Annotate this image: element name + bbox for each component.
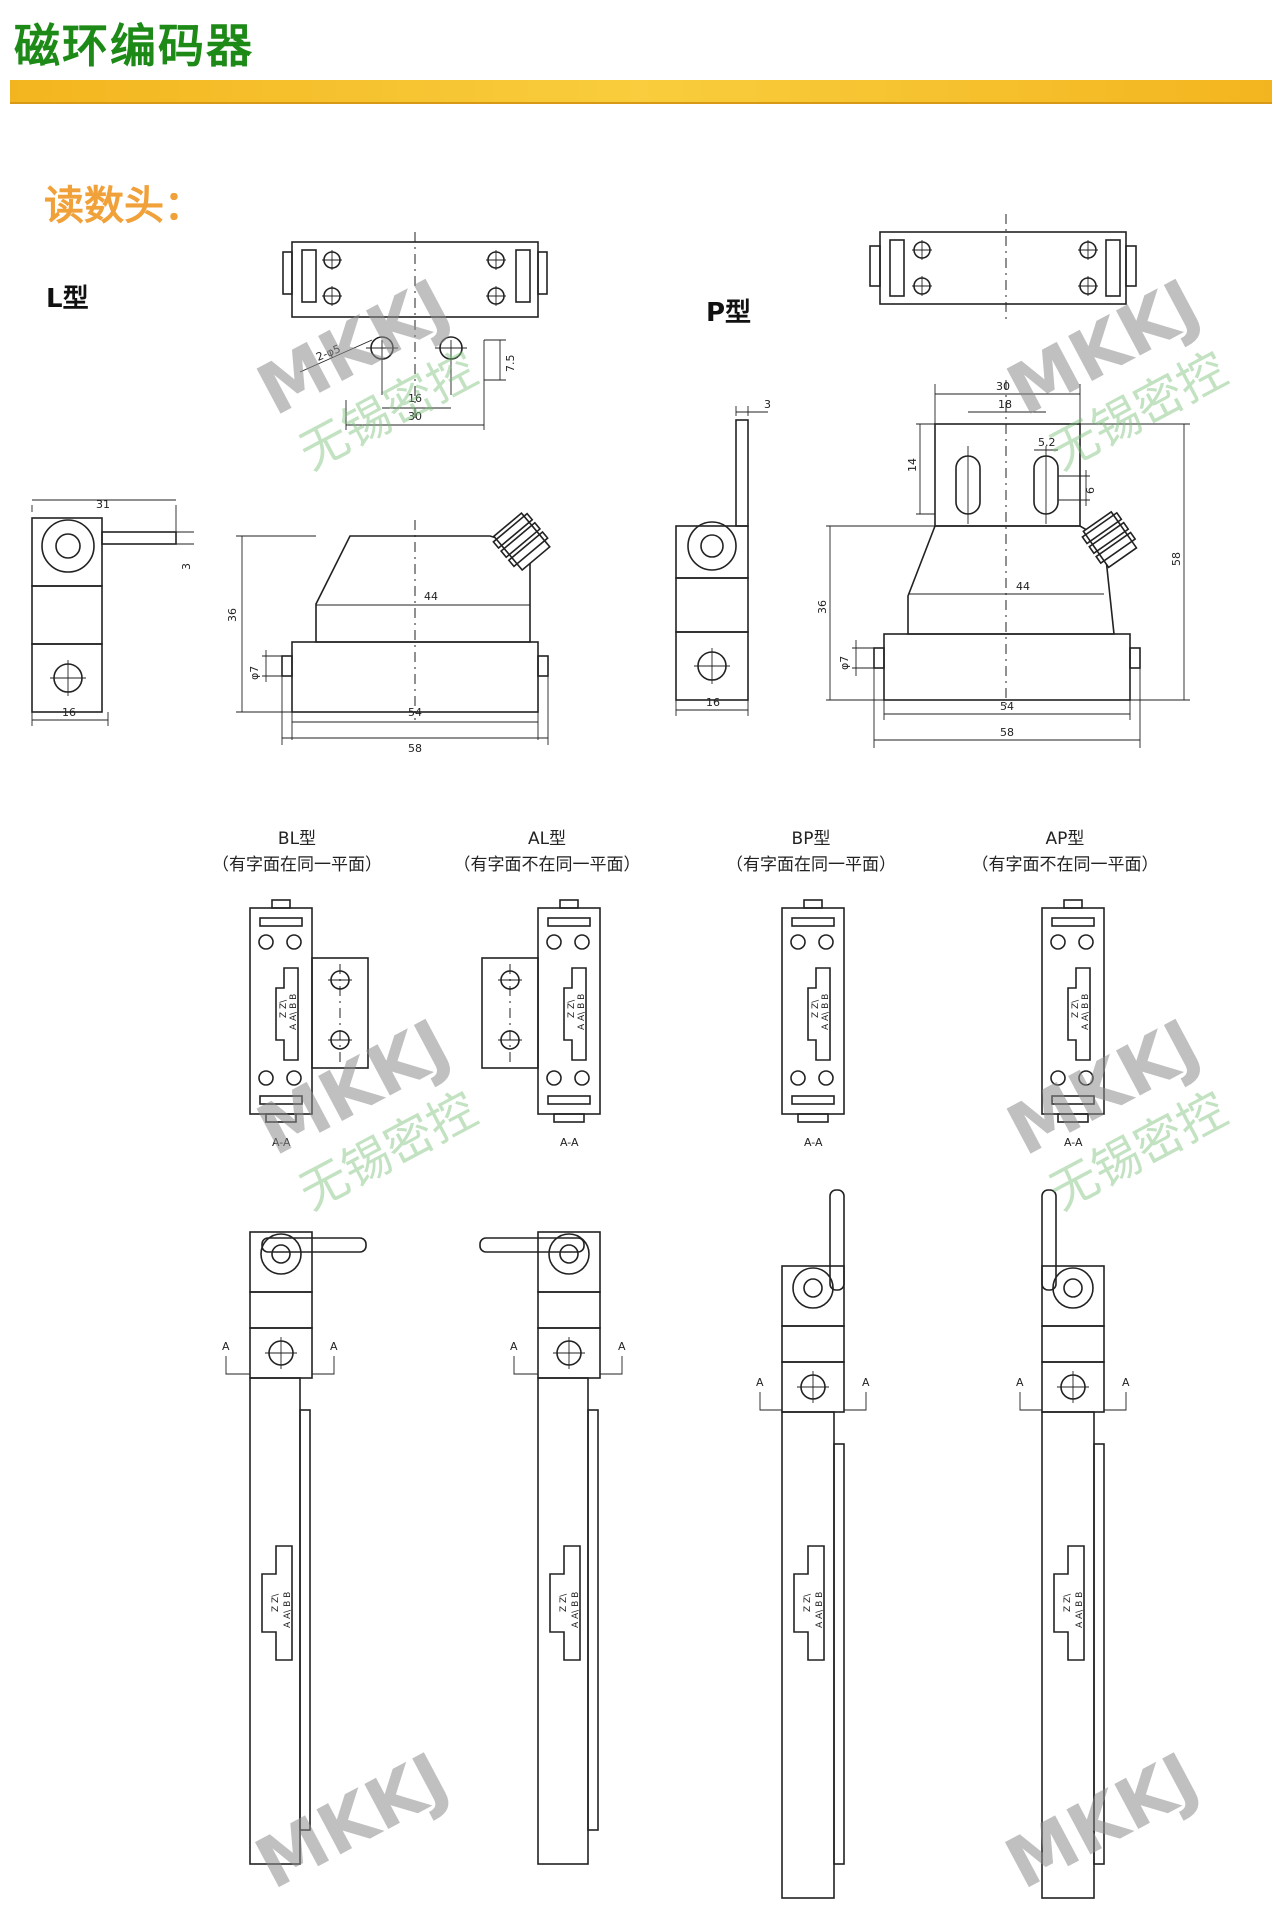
dim-label: 44 bbox=[424, 590, 438, 603]
pin-label: A A\ B B bbox=[289, 994, 299, 1030]
dim-label: 14 bbox=[906, 458, 919, 472]
pin-label: A A\ B B bbox=[577, 994, 587, 1030]
arrow-mark: A bbox=[1122, 1376, 1130, 1389]
dim-label: 7.5 bbox=[504, 355, 517, 373]
variant-name: AL型 bbox=[527, 829, 567, 849]
al-elevation-view: A A Z Z\ A A\ B B bbox=[479, 1231, 626, 1865]
variant-note: （有字面在同一平面） bbox=[726, 855, 896, 875]
arrow-mark: A bbox=[756, 1376, 764, 1389]
dim-label: 2-φ5 bbox=[314, 342, 342, 364]
l-type-label: L型 bbox=[46, 284, 89, 314]
ap-elevation-view: A A Z Z\ A A\ B B bbox=[1016, 1189, 1130, 1899]
pin-label: A A\ B B bbox=[815, 1592, 825, 1628]
section-mark: A-A bbox=[272, 1136, 291, 1149]
pin-label: Z Z\ bbox=[811, 999, 821, 1018]
p-type-label: P型 bbox=[706, 298, 752, 328]
p-type-top-view bbox=[869, 214, 1137, 320]
pin-label: Z Z\ bbox=[803, 1593, 813, 1612]
dim-label: 30 bbox=[408, 410, 422, 423]
dim-label: 16 bbox=[408, 392, 422, 405]
pin-label: A A\ B B bbox=[283, 1592, 293, 1628]
arrow-mark: A bbox=[618, 1340, 626, 1353]
variant-note: （有字面不在同一平面） bbox=[453, 855, 641, 875]
variant-header-al: AL型 （有字面不在同一平面） bbox=[432, 826, 662, 878]
section-mark: A-A bbox=[1064, 1136, 1083, 1149]
section-heading: 读数头： bbox=[44, 183, 204, 229]
dim-label: 3 bbox=[180, 563, 193, 570]
title-underline-bar bbox=[10, 80, 1272, 104]
l-type-side-view: 31 3 16 bbox=[31, 498, 194, 726]
dim-label: 31 bbox=[96, 498, 110, 511]
bl-elevation-view: A A Z Z\ A A\ B B bbox=[222, 1231, 367, 1865]
page-title: 磁环编码器 bbox=[14, 19, 254, 73]
pin-label: Z Z\ bbox=[279, 999, 289, 1018]
p-type-side-view: 3 16 bbox=[675, 398, 771, 716]
variant-header-ap: AP型 （有字面不在同一平面） bbox=[950, 826, 1180, 878]
dim-label: 54 bbox=[408, 706, 422, 719]
pin-label: Z Z\ bbox=[567, 999, 577, 1018]
cable-gland-icon bbox=[492, 511, 551, 572]
variant-note: （有字面在同一平面） bbox=[212, 855, 382, 875]
pin-label: A A\ B B bbox=[821, 994, 831, 1030]
pin-label: Z Z\ bbox=[559, 1593, 569, 1612]
l-type-top-view: 2-φ5 16 30 7.5 bbox=[282, 232, 548, 430]
dim-label: 58 bbox=[408, 742, 422, 755]
arrow-mark: A bbox=[222, 1340, 230, 1353]
ap-section-view: Z Z\ A A\ B B A-A bbox=[1041, 899, 1105, 1149]
screw-icon bbox=[912, 240, 1098, 296]
dim-label: 36 bbox=[816, 600, 829, 614]
dim-label: 30 bbox=[996, 380, 1010, 393]
dim-label: 58 bbox=[1000, 726, 1014, 739]
screw-icon bbox=[322, 250, 506, 306]
dim-label: 54 bbox=[1000, 700, 1014, 713]
variant-note: （有字面不在同一平面） bbox=[971, 855, 1159, 875]
pin-label: Z Z\ bbox=[1063, 1593, 1073, 1612]
dim-label: 18 bbox=[998, 398, 1012, 411]
arrow-mark: A bbox=[330, 1340, 338, 1353]
cable-gland-icon bbox=[1081, 510, 1138, 569]
section-mark: A-A bbox=[804, 1136, 823, 1149]
pin-label: A A\ B B bbox=[1081, 994, 1091, 1030]
pin-label: Z Z\ bbox=[1071, 999, 1081, 1018]
variant-name: AP型 bbox=[1045, 829, 1085, 849]
arrow-mark: A bbox=[1016, 1376, 1024, 1389]
p-type-front-view: 30 18 5.2 6 14 44 58 36 φ7 bbox=[816, 380, 1190, 748]
dim-label: 5.2 bbox=[1038, 436, 1056, 449]
dim-label: 44 bbox=[1016, 580, 1030, 593]
dim-label: φ7 bbox=[248, 666, 261, 680]
variant-name: BP型 bbox=[791, 829, 831, 849]
dim-label: 16 bbox=[62, 706, 76, 719]
pin-label: A A\ B B bbox=[1075, 1592, 1085, 1628]
dim-label: φ7 bbox=[838, 656, 851, 670]
dim-label: 16 bbox=[706, 696, 720, 709]
section-mark: A-A bbox=[560, 1136, 579, 1149]
dim-label: 58 bbox=[1170, 552, 1183, 566]
variant-name: BL型 bbox=[277, 829, 317, 849]
bp-section-view: Z Z\ A A\ B B A-A bbox=[781, 899, 845, 1149]
arrow-mark: A bbox=[510, 1340, 518, 1353]
pin-label: Z Z\ bbox=[271, 1593, 281, 1612]
bp-elevation-view: A A Z Z\ A A\ B B bbox=[756, 1189, 870, 1899]
variant-header-bl: BL型 （有字面在同一平面） bbox=[182, 826, 412, 878]
variant-header-bp: BP型 （有字面在同一平面） bbox=[696, 826, 926, 878]
dim-label: 3 bbox=[764, 398, 771, 411]
al-section-view: Z Z\ A A\ B B A-A bbox=[481, 899, 601, 1149]
arrow-mark: A bbox=[862, 1376, 870, 1389]
dim-label: 6 bbox=[1084, 487, 1097, 494]
dim-label: 36 bbox=[226, 608, 239, 622]
bl-section-view: Z Z\ A A\ B B A-A bbox=[249, 899, 369, 1149]
l-type-front-view: 44 36 φ7 54 58 bbox=[226, 511, 551, 755]
pin-label: A A\ B B bbox=[571, 1592, 581, 1628]
